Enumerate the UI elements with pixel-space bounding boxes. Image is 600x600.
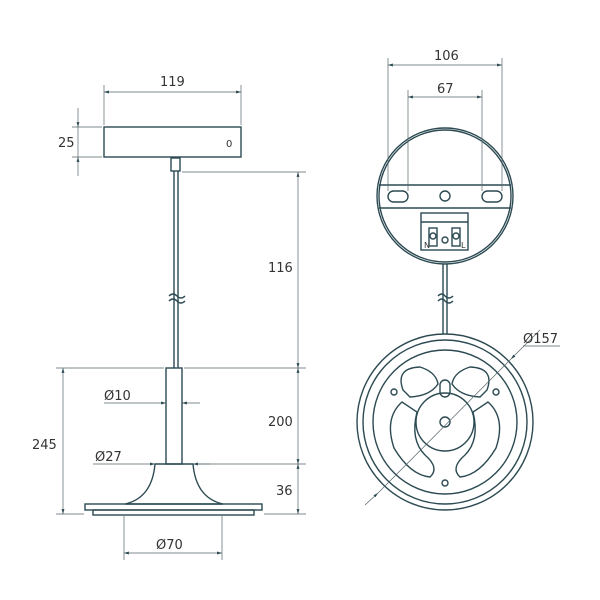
dim-d70: Ø70 — [156, 538, 183, 553]
dim-d27: Ø27 — [95, 450, 122, 465]
dim-119: 119 — [160, 75, 185, 90]
top-view: N L 106 67 — [376, 49, 514, 265]
terminal-block: N L — [420, 212, 469, 251]
dim-200: 200 — [268, 415, 293, 430]
terminal-n: N — [424, 241, 430, 250]
dim-67: 67 — [437, 82, 454, 97]
base-plate — [84, 503, 263, 511]
diffuser — [92, 509, 255, 516]
dim-116: 116 — [268, 261, 293, 276]
mount-slot-right — [481, 190, 503, 203]
cable-connector — [170, 157, 181, 172]
tube — [165, 367, 183, 465]
dim-106: 106 — [434, 49, 459, 64]
terminal-l: L — [461, 241, 466, 250]
side-view: 0 119 25 116 200 36 245 Ø10 Ø27 Ø70 — [32, 75, 306, 560]
cable-break — [168, 293, 186, 304]
dim-36: 36 — [276, 484, 293, 499]
canopy-mark: 0 — [226, 139, 232, 150]
bottom-view: Ø157 — [356, 329, 560, 511]
mount-slot-left — [387, 190, 409, 203]
flare — [124, 463, 224, 505]
dim-d157: Ø157 — [523, 332, 558, 347]
dim-25: 25 — [58, 136, 75, 151]
dim-d10: Ø10 — [104, 389, 131, 404]
dim-245: 245 — [32, 438, 57, 453]
cable-view — [437, 264, 454, 334]
canopy — [103, 126, 242, 158]
